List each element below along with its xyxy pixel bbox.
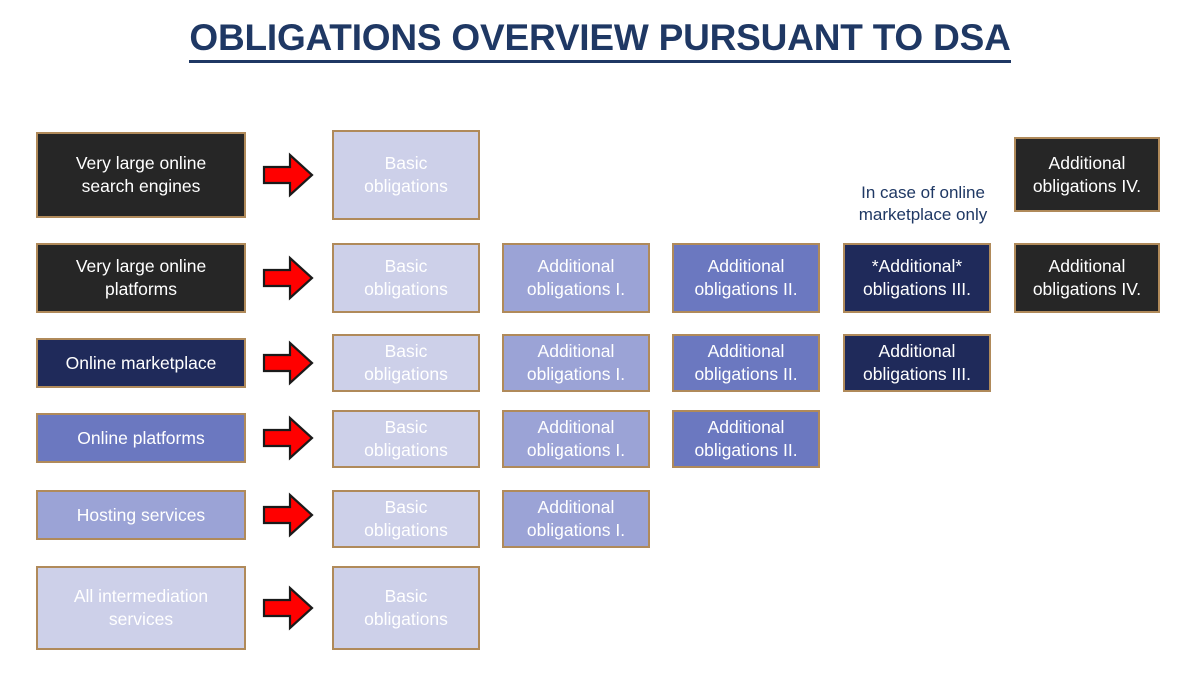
entity-label: Hosting services	[76, 504, 206, 525]
entity-label: Online platforms	[77, 427, 205, 448]
arrow-icon-row-2	[262, 255, 314, 301]
obligation-box-add1-row-3[interactable]: Additional obligations I.	[502, 334, 650, 392]
obligation-box-add4-row-2[interactable]: Additional obligations IV.	[1014, 243, 1160, 313]
obligation-box-add1-row-4[interactable]: Additional obligations I.	[502, 410, 650, 468]
obligation-box-basic-row-3[interactable]: Basic obligations	[332, 334, 480, 392]
obligation-box-basic-row-5[interactable]: Basic obligations	[332, 490, 480, 548]
obligation-label: Basic obligations	[364, 586, 448, 629]
obligation-label: Additional obligations III.	[863, 341, 971, 384]
page-title-text: OBLIGATIONS OVERVIEW PURSUANT TO DSA	[189, 17, 1011, 63]
obligation-box-basic-row-2[interactable]: Basic obligations	[332, 243, 480, 313]
obligation-label: Additional obligations IV.	[1032, 256, 1142, 299]
obligation-label: Additional obligations II.	[694, 256, 798, 299]
obligation-box-add4-row-1[interactable]: Additional obligations IV.	[1014, 137, 1160, 212]
obligation-box-add2-row-4[interactable]: Additional obligations II.	[672, 410, 820, 468]
obligation-label: Basic obligations	[364, 256, 448, 299]
entity-label: Online marketplace	[65, 352, 217, 373]
entity-box-online-marketplace[interactable]: Online marketplace	[36, 338, 246, 388]
obligation-label: Basic obligations	[364, 497, 448, 540]
annotation-online-marketplace-only: In case of online marketplace only	[858, 183, 988, 224]
obligation-box-add3-starred-row-2[interactable]: *Additional* obligations III.	[843, 243, 991, 313]
obligation-label: Additional obligations II.	[694, 417, 798, 460]
obligation-label: Additional obligations I.	[526, 341, 626, 384]
obligation-box-add2-row-3[interactable]: Additional obligations II.	[672, 334, 820, 392]
obligation-box-basic-row-4[interactable]: Basic obligations	[332, 410, 480, 468]
obligation-box-add2-row-2[interactable]: Additional obligations II.	[672, 243, 820, 313]
obligation-label: Basic obligations	[364, 341, 448, 384]
entity-box-online-platforms[interactable]: Online platforms	[36, 413, 246, 463]
entity-box-all-intermediation-services[interactable]: All intermediation services	[36, 566, 246, 650]
obligation-label: Additional obligations I.	[526, 417, 626, 460]
obligation-box-basic-row-1[interactable]: Basic obligations	[332, 130, 480, 220]
entity-box-very-large-online-platforms[interactable]: Very large online platforms	[36, 243, 246, 313]
entity-box-very-large-online-search-engines[interactable]: Very large online search engines	[36, 132, 246, 218]
obligation-box-add1-row-5[interactable]: Additional obligations I.	[502, 490, 650, 548]
arrow-icon-row-4	[262, 415, 314, 461]
page-title: OBLIGATIONS OVERVIEW PURSUANT TO DSA	[0, 17, 1200, 63]
obligation-label: Additional obligations I.	[526, 497, 626, 540]
obligation-label: Basic obligations	[364, 153, 448, 196]
obligation-label: *Additional* obligations III.	[863, 256, 971, 299]
entity-label: Very large online search engines	[75, 153, 207, 196]
obligation-label: Additional obligations II.	[694, 341, 798, 384]
arrow-icon-row-1	[262, 152, 314, 198]
entity-label: Very large online platforms	[75, 256, 207, 299]
obligation-label: Additional obligations I.	[526, 256, 626, 299]
obligation-box-basic-row-6[interactable]: Basic obligations	[332, 566, 480, 650]
arrow-icon-row-5	[262, 492, 314, 538]
obligation-label: Basic obligations	[364, 417, 448, 460]
entity-box-hosting-services[interactable]: Hosting services	[36, 490, 246, 540]
arrow-icon-row-3	[262, 340, 314, 386]
obligation-box-add3-row-3[interactable]: Additional obligations III.	[843, 334, 991, 392]
obligation-label: Additional obligations IV.	[1032, 152, 1142, 196]
obligation-box-add1-row-2[interactable]: Additional obligations I.	[502, 243, 650, 313]
entity-label: All intermediation services	[73, 586, 209, 629]
arrow-icon-row-6	[262, 585, 314, 631]
